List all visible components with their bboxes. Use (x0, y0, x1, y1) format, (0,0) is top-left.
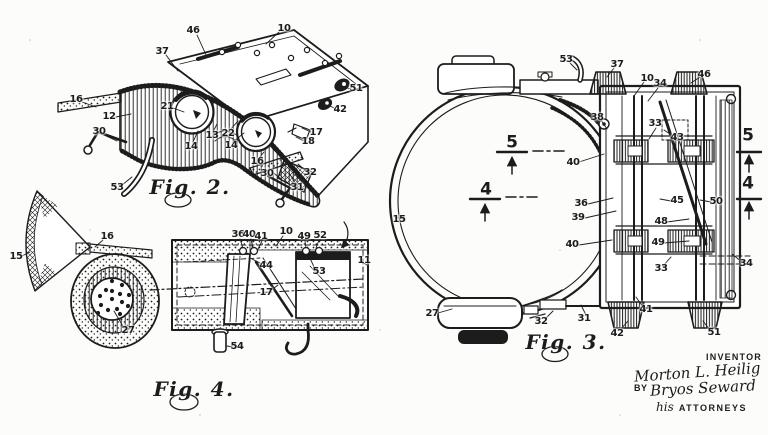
section-line-5 (495, 150, 763, 175)
attorneys-prefix: his (656, 400, 674, 414)
paper-speckles (29, 39, 701, 416)
knob-46 (670, 71, 708, 95)
head-strap-right (249, 151, 304, 176)
leader-lines-fig4 (21, 235, 368, 348)
section-line-4 (468, 196, 763, 222)
ear-speaker (70, 253, 160, 349)
knob-42 (317, 98, 333, 110)
head-strap-left (57, 92, 122, 113)
inventor-label: INVENTOR (706, 352, 762, 362)
knob-42 (607, 301, 645, 329)
hook-wire (285, 322, 310, 356)
knob-37 (589, 71, 627, 95)
knob-51 (334, 78, 350, 92)
leader-lines-fig2 (81, 31, 352, 186)
figure-4-drawing (21, 190, 369, 411)
knob-51 (687, 301, 723, 329)
leader-lines-fig3 (394, 62, 743, 331)
caption-flourish-fig2 (164, 192, 192, 208)
figure-3-drawing (388, 55, 763, 363)
figure-2-drawing (57, 29, 369, 208)
caption-flourish-fig4 (169, 393, 199, 411)
by-label: BY (634, 383, 648, 393)
right-eyepiece (235, 111, 277, 153)
caption-flourish-fig3 (541, 345, 569, 363)
left-eyepiece (169, 89, 215, 135)
attorneys-label: ATTORNEYS (678, 403, 748, 413)
signature-block: INVENTOR Morton L. Heilig BY Bryos Sewar… (634, 352, 768, 415)
